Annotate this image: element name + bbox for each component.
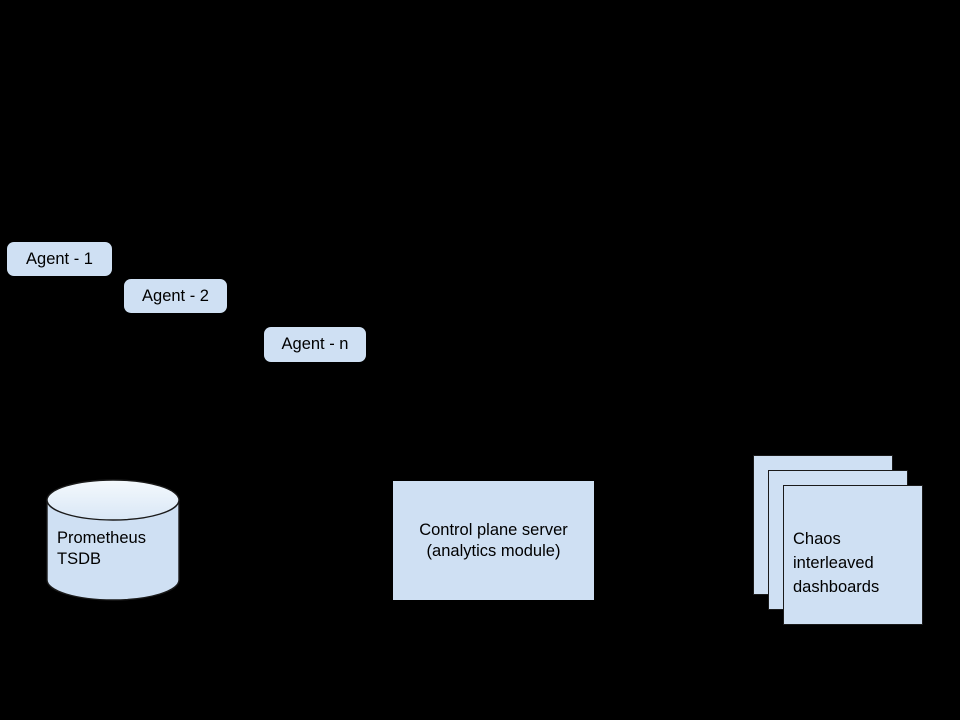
- node-control-plane-server-label: Control plane server (analytics module): [419, 520, 568, 560]
- node-agent-2[interactable]: Agent - 2: [124, 279, 227, 313]
- node-chaos-dashboards-label: Chaos interleaved dashboards: [793, 530, 880, 596]
- dashboard-card-front[interactable]: [783, 485, 923, 625]
- node-agent-n[interactable]: Agent - n: [264, 327, 366, 362]
- node-agent-1-label: Agent - 1: [26, 249, 93, 268]
- node-agent-2-label: Agent - 2: [142, 286, 209, 305]
- node-control-plane-server[interactable]: Control plane server (analytics module): [393, 481, 594, 600]
- node-prometheus-tsdb-label: Prometheus TSDB: [57, 529, 146, 568]
- node-agent-1[interactable]: Agent - 1: [7, 242, 112, 276]
- node-chaos-dashboards[interactable]: Chaos interleaved dashboards: [753, 455, 928, 630]
- node-agent-n-label: Agent - n: [281, 335, 349, 354]
- node-prometheus-tsdb[interactable]: Prometheus TSDB: [46, 478, 180, 602]
- cylinder-database-icon: [46, 479, 180, 601]
